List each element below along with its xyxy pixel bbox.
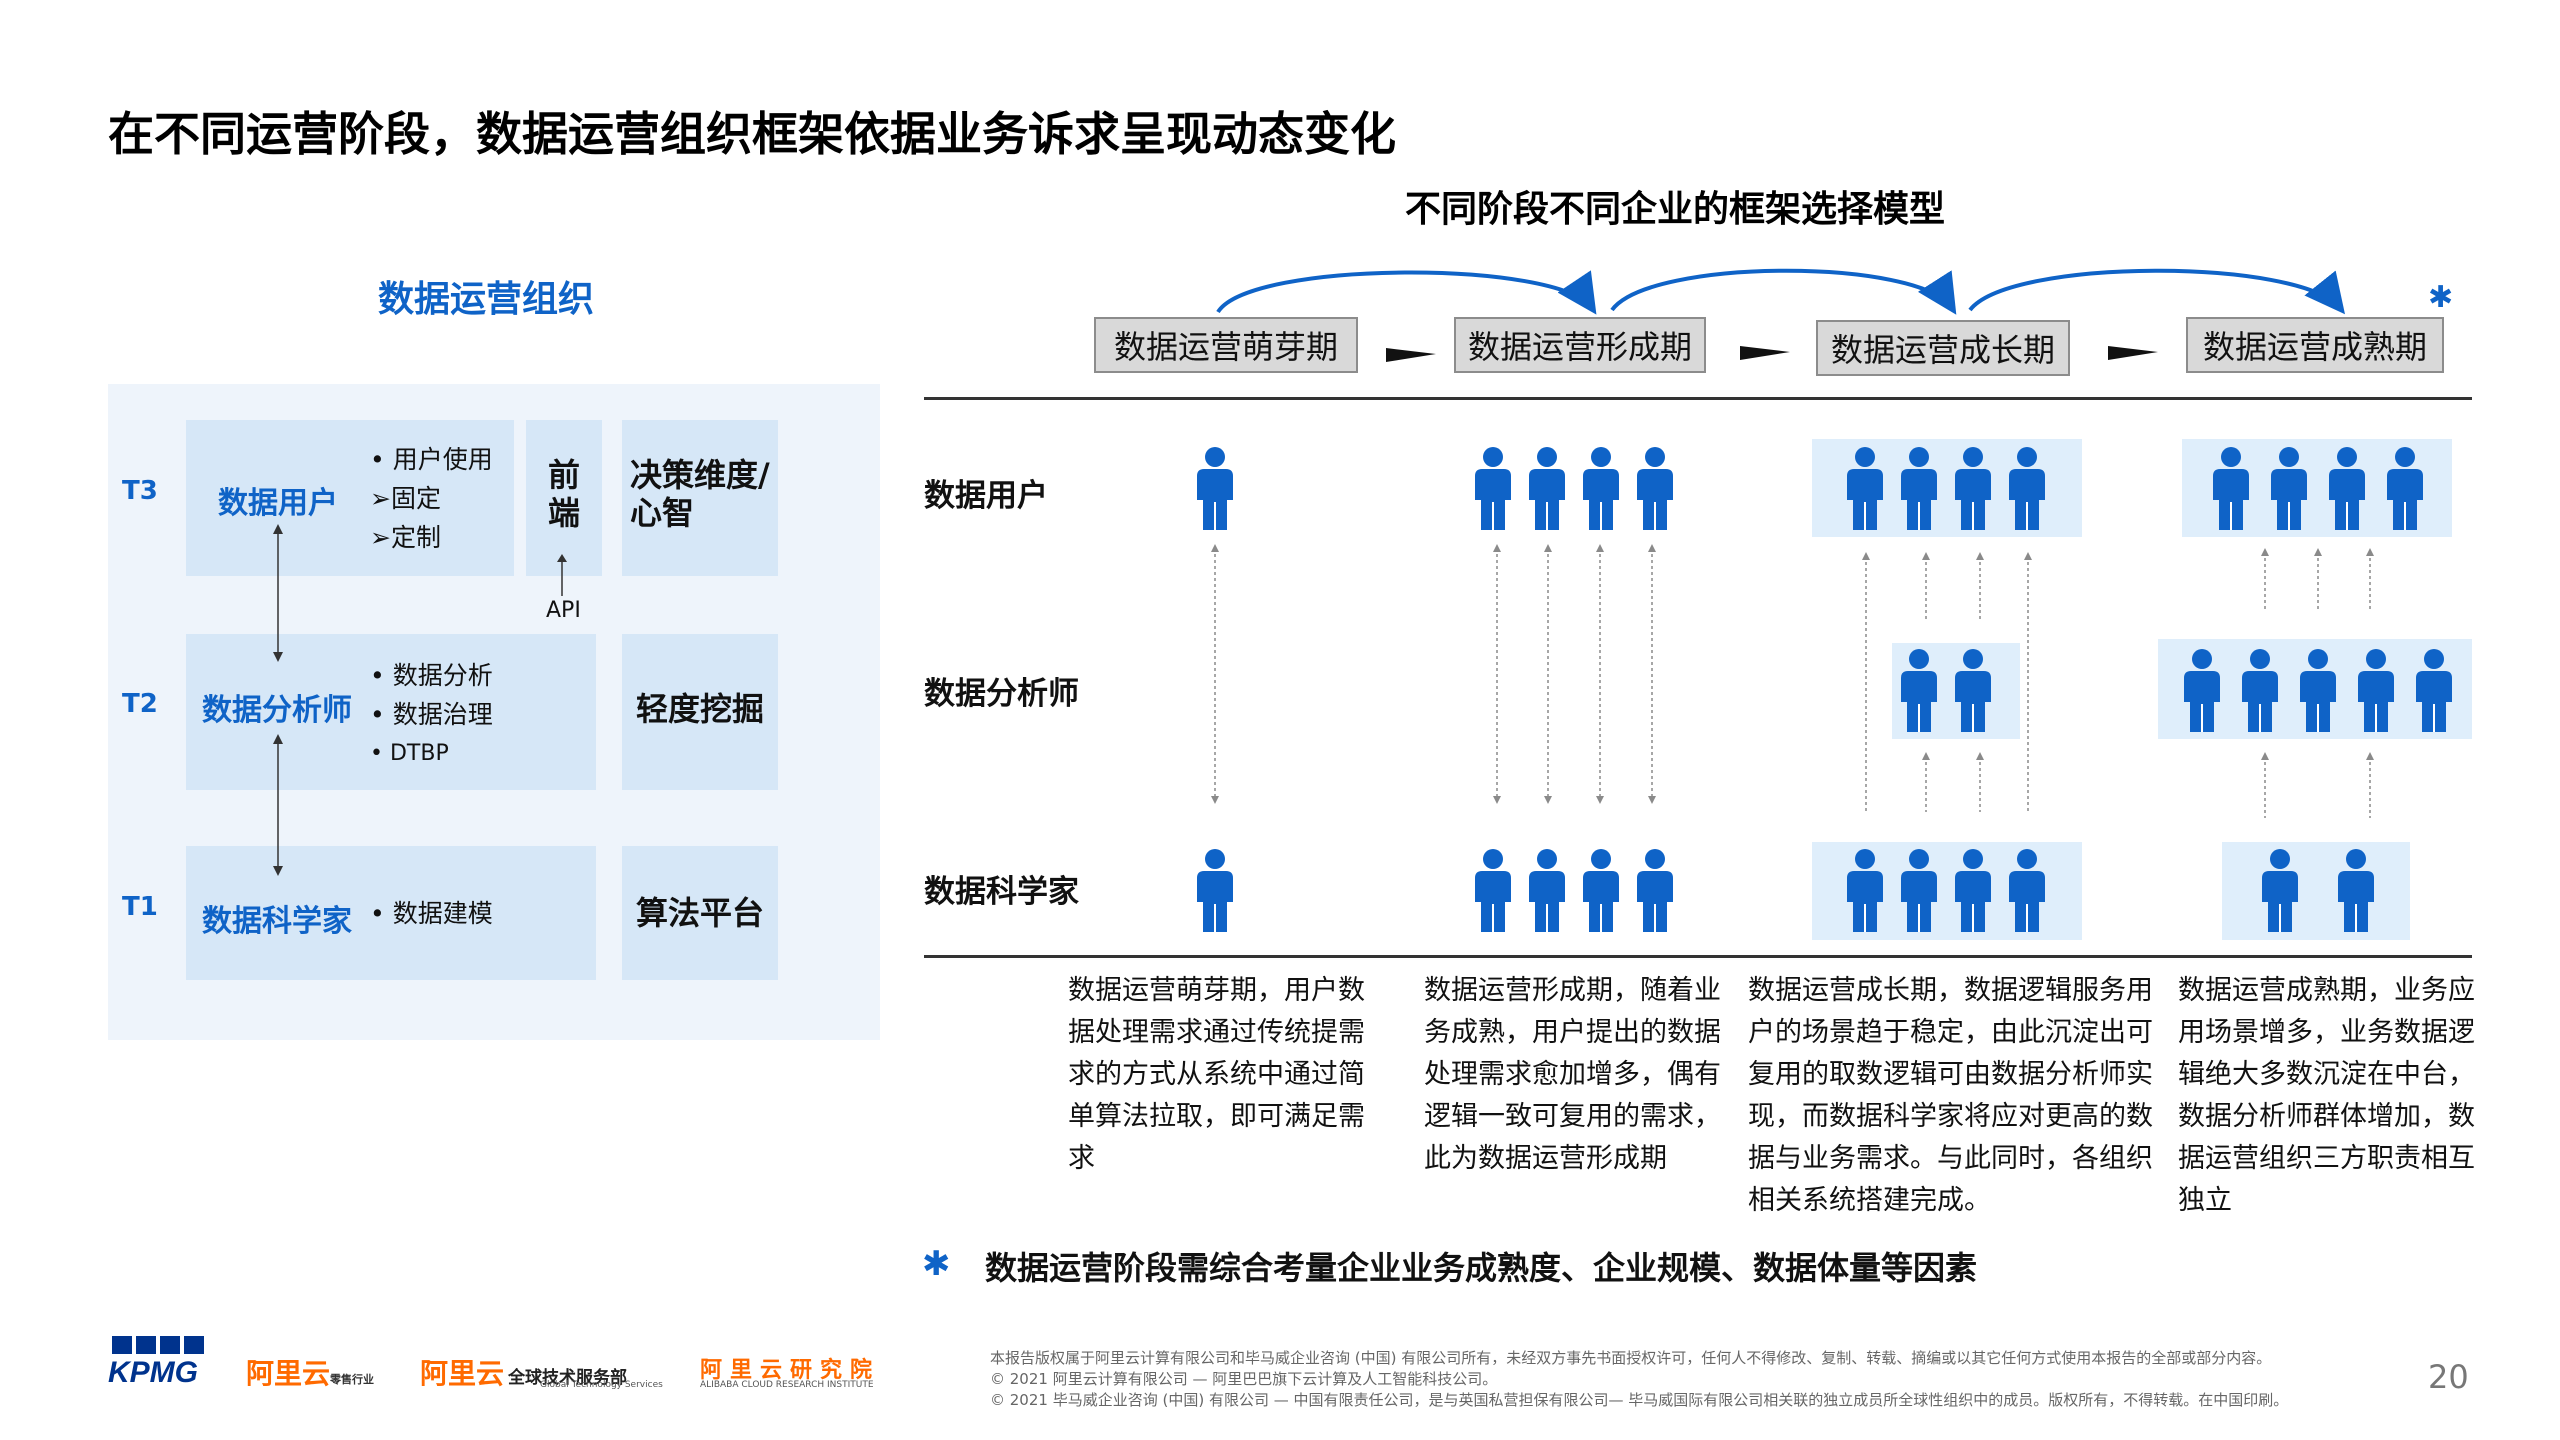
algo-platform-label: 算法平台 <box>636 894 765 932</box>
organization-panel: T3 T2 T1 数据用户 数据分析师 数据科学家 • 用户使用➢固定➢定制 •… <box>108 384 880 1040</box>
algo-platform-box <box>622 846 778 980</box>
desc-growth: 数据运营成长期，数据逻辑服务用户的场景趋于稳定，由此沉淀出可复用的取数逻辑可由数… <box>1748 975 2153 1216</box>
page-number: 20 <box>2428 1358 2469 1396</box>
t1-role-box <box>186 846 596 980</box>
person-icon <box>2300 649 2336 732</box>
person-icon <box>1197 447 1233 530</box>
api-arrow <box>557 554 567 596</box>
person-icon <box>1955 849 1991 932</box>
person-icon <box>2387 447 2423 530</box>
decision-box <box>622 420 778 576</box>
left-panel-title: 数据运营组织 <box>378 279 595 320</box>
bottom-divider <box>924 955 2472 958</box>
desc-mature: 数据运营成熟期，业务应用场景增多，业务数据逻辑绝大多数沉淀在中台，数据分析师群体… <box>2178 975 2475 1216</box>
role-data-scientist: 数据科学家 <box>202 904 352 939</box>
t1-bullets: • 数据建模 <box>370 899 493 928</box>
person-icon <box>1475 447 1511 530</box>
chevron-right-icon <box>1386 348 1436 362</box>
person-icon <box>2213 447 2249 530</box>
light-mining-box <box>622 634 778 790</box>
person-icon <box>2242 649 2278 732</box>
person-icon <box>2009 447 2045 530</box>
person-icon <box>1901 649 1937 732</box>
person-icon <box>1637 447 1673 530</box>
aliyun-research-logo: 阿里云研究院 <box>700 1358 881 1383</box>
role-connector-arrows <box>273 524 283 876</box>
person-icon <box>2358 649 2394 732</box>
person-icon <box>2416 649 2452 732</box>
chevron-right-icon <box>2108 346 2158 360</box>
tier-label-t2: T2 <box>122 689 158 719</box>
row-label-users: 数据用户 <box>924 478 1048 514</box>
person-icon <box>1637 849 1673 932</box>
person-icon <box>1583 849 1619 932</box>
person-icon <box>1847 849 1883 932</box>
desc-forming: 数据运营形成期，随着业务成熟，用户提出的数据处理需求愈加增多，偶有逻辑一致可复用… <box>1424 975 1721 1174</box>
kpmg-logo: KPMG <box>108 1336 204 1388</box>
row-label-scientists: 数据科学家 <box>924 874 1079 910</box>
light-mining-label: 轻度挖掘 <box>636 690 765 728</box>
footnote: 数据运营阶段需综合考量企业业务成熟度、企业规模、数据体量等因素 <box>985 1249 1978 1287</box>
t3-bullets: • 用户使用➢固定➢定制 <box>370 445 493 552</box>
aliyun-gts-en: Global Technology Services <box>540 1380 663 1390</box>
aliyun-research-en: ALIBABA CLOUD RESEARCH INSTITUTE <box>700 1380 874 1390</box>
person-icon <box>1529 849 1565 932</box>
diagram-subtitle: 不同阶段不同企业的框架选择模型 <box>1405 189 1946 230</box>
role-data-user: 数据用户 <box>218 486 338 521</box>
mature-scientists-box <box>2222 842 2410 940</box>
role-data-analyst: 数据分析师 <box>202 693 352 728</box>
asterisk-icon: ✱ <box>2428 280 2454 315</box>
person-icon <box>1475 849 1511 932</box>
stage-box-sprout: 数据运营萌芽期 <box>1094 317 1358 373</box>
top-divider <box>924 397 2472 400</box>
tier-label-t1: T1 <box>122 892 158 922</box>
person-icon <box>1955 447 1991 530</box>
person-icon <box>2338 849 2374 932</box>
t2-role-box <box>186 634 596 790</box>
person-icon <box>2009 849 2045 932</box>
chevron-right-icon <box>1740 346 1790 360</box>
row-label-analysts: 数据分析师 <box>924 676 1079 712</box>
copyright-footer: 本报告版权属于阿里云计算有限公司和毕马威企业咨询 (中国) 有限公司所有，未经双… <box>990 1349 2289 1409</box>
frontend-box <box>526 420 602 576</box>
page-title: 在不同运营阶段，数据运营组织框架依据业务诉求呈现动态变化 <box>108 107 1396 161</box>
frontend-label: 前端 <box>548 456 581 532</box>
person-icon <box>1901 447 1937 530</box>
desc-sprout: 数据运营萌芽期，用户数据处理需求通过传统提需求的方式从系统中通过简单算法拉取，即… <box>1068 975 1365 1174</box>
person-icon <box>2262 849 2298 932</box>
note-asterisk-icon: ✱ <box>922 1244 951 1284</box>
person-icon <box>2329 447 2365 530</box>
svg-text:KPMG: KPMG <box>108 1356 198 1388</box>
t3-role-box <box>186 420 514 576</box>
person-icon <box>2184 649 2220 732</box>
tier-label-t3: T3 <box>122 476 158 506</box>
decision-label: 决策维度/心智 <box>630 456 770 532</box>
stage-box-forming: 数据运营形成期 <box>1454 317 1706 373</box>
aliyun-retail-logo: 阿里云零售行业 <box>246 1357 375 1390</box>
person-icon <box>1955 649 1991 732</box>
api-label: API <box>546 598 581 623</box>
person-icon <box>2271 447 2307 530</box>
person-icon <box>1901 849 1937 932</box>
person-icon <box>1583 447 1619 530</box>
stage-box-mature: 数据运营成熟期 <box>2186 317 2444 373</box>
person-icon <box>1529 447 1565 530</box>
stage-box-growth: 数据运营成长期 <box>1816 320 2070 376</box>
stage-flow-arrows <box>1216 268 2346 362</box>
person-icon <box>1197 849 1233 932</box>
person-icon <box>1847 447 1883 530</box>
t2-bullets: • 数据分析• 数据治理• DTBP <box>370 661 493 766</box>
aliyun-gts-logo: 阿里云全球技术服务部 <box>420 1357 628 1390</box>
